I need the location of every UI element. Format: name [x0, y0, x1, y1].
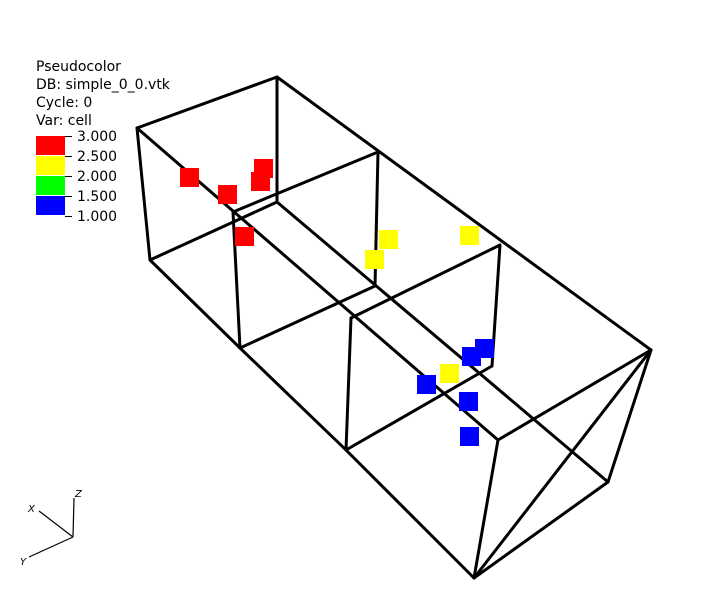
cell-marker-blue[interactable]	[462, 347, 481, 366]
front-right-inner	[472, 438, 500, 580]
x-axis-line	[38, 510, 74, 538]
legend-colorbar: 3.000 2.500 2.000 1.500 1.000	[36, 130, 156, 236]
cell-marker-red[interactable]	[180, 168, 199, 187]
cell-marker-red[interactable]	[235, 227, 254, 246]
outer-outline	[135, 75, 653, 580]
front-top-edge	[496, 348, 653, 442]
legend-swatch-blue	[36, 196, 65, 215]
cell-marker-blue[interactable]	[460, 427, 479, 446]
legend-tick-mark	[65, 176, 72, 177]
x-axis-label: X	[27, 504, 36, 515]
cell-marker-yellow[interactable]	[440, 364, 459, 383]
legend-tick-mark	[65, 156, 72, 157]
legend-swatch-yellow	[36, 156, 65, 175]
legend-tick-mark	[65, 196, 72, 197]
legend-database: DB: simple_0_0.vtk	[36, 77, 170, 93]
legend-tick-label: 2.500	[77, 149, 118, 165]
legend-swatch-green	[36, 176, 65, 195]
cell-markers	[180, 159, 494, 446]
legend-tick-label: 2.000	[77, 169, 118, 185]
left-end-bottom	[148, 200, 279, 262]
y-axis-label: Y	[20, 557, 27, 568]
legend-tick-mark	[65, 216, 72, 217]
divider-1	[231, 150, 380, 288]
cell-marker-yellow[interactable]	[460, 226, 479, 245]
cell-marker-red[interactable]	[251, 172, 270, 191]
z-axis-label: Z	[74, 489, 83, 500]
divider-2-vertical	[344, 316, 353, 452]
cell-marker-blue[interactable]	[459, 392, 478, 411]
z-axis-line	[72, 497, 75, 538]
legend-variable: Var: cell	[36, 113, 92, 129]
legend-tick-label: 1.000	[77, 209, 118, 225]
cell-marker-blue[interactable]	[417, 375, 436, 394]
cell-marker-yellow[interactable]	[379, 230, 398, 249]
legend-swatch-red	[36, 136, 65, 155]
y-axis-line	[28, 536, 74, 558]
mesh-wireframe	[135, 75, 653, 580]
pseudocolor-legend: Pseudocolor DB: simple_0_0.vtk Cycle: 0 …	[36, 58, 170, 130]
divider-2-bottom	[344, 364, 494, 452]
legend-plot-type: Pseudocolor	[36, 59, 121, 75]
legend-cycle: Cycle: 0	[36, 95, 93, 111]
bottom-long-edge	[275, 200, 610, 484]
divider-2	[349, 243, 502, 368]
legend-tick-label: 3.000	[77, 129, 118, 145]
cell-marker-yellow[interactable]	[365, 250, 384, 269]
divider-1-vertical	[231, 210, 242, 350]
divider-1-bottom	[238, 284, 377, 350]
cell-marker-red[interactable]	[218, 185, 237, 204]
legend-tick-mark	[65, 136, 72, 137]
legend-tick-label: 1.500	[77, 189, 118, 205]
